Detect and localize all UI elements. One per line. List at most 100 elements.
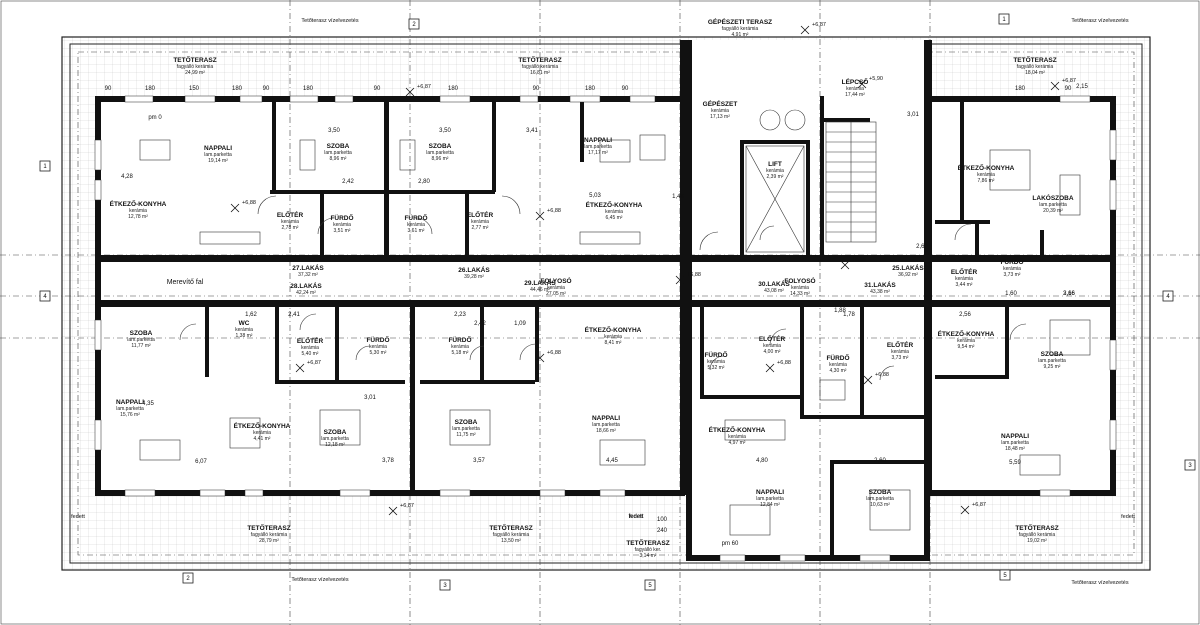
apartment-area: 42,24 m² <box>296 290 316 296</box>
room-name: NAPPALI <box>756 489 784 496</box>
room-floor: lam.parketta <box>204 152 232 158</box>
room-floor: kerámia <box>253 430 271 436</box>
dimension-label: 5,03 <box>589 193 601 199</box>
room-name: SZOBA <box>130 330 153 337</box>
level-markers: +6,87+6,87+5,90+6,88+6,88+6,87+6,88+6,87… <box>230 22 1076 516</box>
dimension-label: 240 <box>657 528 668 534</box>
apartment-area: 37,32 m² <box>298 272 318 278</box>
axis-bubble: 2 <box>408 18 420 30</box>
room-floor: kerámia <box>604 334 622 340</box>
room-name: ELŐTÉR <box>467 210 494 219</box>
axis-bubble: 5 <box>644 579 656 591</box>
dimension-label: 90 <box>105 86 112 92</box>
level-value: +6,88 <box>547 350 561 356</box>
level-marker: +6,88 <box>840 257 866 270</box>
room-area: 4,97 m² <box>729 440 746 446</box>
room-area: 6,45 m² <box>606 215 623 221</box>
room-name: ÉTKEZŐ-KONYHA <box>958 163 1015 172</box>
room-floor: kerámia <box>333 222 351 228</box>
room-name: GÉPÉSZET <box>703 99 738 108</box>
window-openings <box>94 95 1117 562</box>
dimension-label: 3,50 <box>439 128 451 134</box>
room-name: ÉTKEZŐ-KONYHA <box>585 325 642 334</box>
room-area: 4,30 m² <box>830 368 847 374</box>
room-area: 5,40 m² <box>302 351 319 357</box>
room-floor: lam.parketta <box>116 406 144 412</box>
room-name: FÜRDŐ <box>704 350 727 359</box>
room-name: SZOBA <box>324 429 347 436</box>
room-floor: fagyálló kerámia <box>493 532 530 538</box>
dimension-label: 180 <box>448 86 459 92</box>
room-area: 14,33 m² <box>790 291 810 297</box>
parapet-outline <box>69 43 1143 564</box>
note-stiffening-wall: Merevítő fal <box>167 279 204 286</box>
room-name: TETŐTERASZ <box>518 55 561 64</box>
apartment-area: 39,28 m² <box>464 274 484 280</box>
axis-label: 1 <box>43 164 47 170</box>
room-floor: lam.parketta <box>1038 358 1066 364</box>
room-area: 3,14 m² <box>640 553 657 559</box>
level-marker: +6,88 <box>535 208 561 221</box>
level-value: +6,87 <box>417 84 431 90</box>
dimension-label: 2,15 <box>1076 84 1088 90</box>
room-name: TETŐTERASZ <box>173 55 216 64</box>
room-area: 8,96 m² <box>432 156 449 162</box>
level-value: +6,88 <box>687 272 701 278</box>
dimension-label: pm 0 <box>148 115 162 121</box>
room-area: 5,18 m² <box>452 350 469 356</box>
dimension-label: 4,80 <box>756 458 768 464</box>
room-floor: kerámia <box>301 345 319 351</box>
dimension-label: 2,23 <box>454 312 466 318</box>
room-floor: kerámia <box>547 285 565 291</box>
apartment-area: 43,08 m² <box>764 288 784 294</box>
room-name: ELŐTÉR <box>887 340 914 349</box>
room-area: 4,91 m² <box>732 32 749 38</box>
dimension-label: 2,42 <box>342 179 354 185</box>
dimension-label: 2,80 <box>418 179 430 185</box>
room-name: ÉTKEZŐ-KONYHA <box>709 425 766 434</box>
level-marker: +5,90 <box>857 76 883 89</box>
room-floor: kerámia <box>829 362 847 368</box>
room-name: NAPPALI <box>116 399 144 406</box>
dimension-label: 4,28 <box>121 174 133 180</box>
room-area: 7,86 m² <box>978 178 995 184</box>
apartment-number: 30.LAKÁS <box>758 279 790 288</box>
room-floor: lam.parketta <box>756 496 784 502</box>
axis-label: 2 <box>412 22 416 28</box>
dimension-label: 90 <box>533 86 540 92</box>
axis-bubble: 1 <box>998 13 1010 25</box>
room-name: LIFT <box>768 161 782 168</box>
apartment-area: 36,92 m² <box>898 272 918 278</box>
dimension-label: 3,57 <box>473 458 485 464</box>
room-floor: fagyálló ker. <box>635 547 662 553</box>
room-floor: lam.parketta <box>592 422 620 428</box>
dimension-label: 1,88 <box>834 308 846 314</box>
room-floor: fagyálló kerámia <box>251 532 288 538</box>
dimension-label: 4,35 <box>142 401 154 407</box>
dimension-label: 6,07 <box>195 459 207 465</box>
room-area: 16,81 m² <box>530 70 550 76</box>
room-area: 19,02 m² <box>1027 538 1047 544</box>
room-floor: fagyálló kerámia <box>177 64 214 70</box>
note-fedett-mid: fedett <box>629 514 643 520</box>
dimension-label: 2,16 <box>1063 291 1075 297</box>
dimension-label: 100 <box>657 517 668 523</box>
level-value: +6,87 <box>972 502 986 508</box>
level-marker: +6,87 <box>1050 78 1076 91</box>
door-swings <box>179 195 1027 381</box>
